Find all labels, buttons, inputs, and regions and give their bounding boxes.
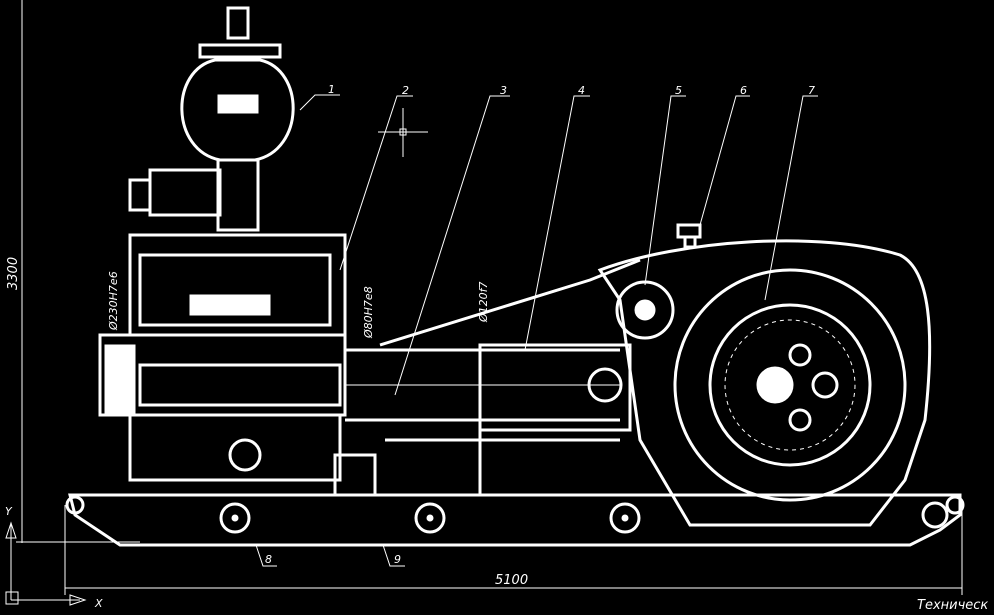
dimension-width-label: 5100 bbox=[495, 573, 528, 588]
ucs-y-label: Y bbox=[5, 505, 13, 518]
tolerance-label-middle: Ø80H7e8 bbox=[362, 286, 375, 339]
dimension-height: 3300 bbox=[6, 0, 140, 543]
ucs-x-label: X bbox=[94, 597, 103, 610]
callout-6: 6 bbox=[740, 84, 747, 97]
callout-4: 4 bbox=[578, 84, 585, 97]
fluid-end bbox=[98, 233, 377, 497]
power-end bbox=[597, 223, 932, 527]
crosshead-frame bbox=[345, 258, 641, 495]
dimension-height-label: 3300 bbox=[6, 257, 21, 290]
tolerance-label-right: Ø120f7 bbox=[477, 281, 490, 323]
callout-5: 5 bbox=[675, 84, 682, 97]
callout-3: 3 bbox=[500, 84, 507, 97]
ucs-icon: Y X bbox=[5, 505, 103, 610]
callouts: 1 2 3 4 5 6 7 8 9 bbox=[255, 83, 818, 567]
callout-7: 7 bbox=[808, 84, 815, 97]
crosshair-cursor bbox=[378, 108, 428, 157]
callout-2: 2 bbox=[402, 84, 409, 97]
skid-base bbox=[65, 493, 965, 547]
tolerance-label-left: Ø230H7e6 bbox=[107, 271, 120, 331]
air-chamber bbox=[128, 6, 295, 232]
title-block-fragment: Техническ bbox=[917, 598, 988, 613]
callout-9: 9 bbox=[394, 553, 401, 566]
callout-1: 1 bbox=[328, 83, 335, 96]
dimension-width: 5100 bbox=[64, 500, 963, 595]
callout-8: 8 bbox=[265, 553, 272, 566]
